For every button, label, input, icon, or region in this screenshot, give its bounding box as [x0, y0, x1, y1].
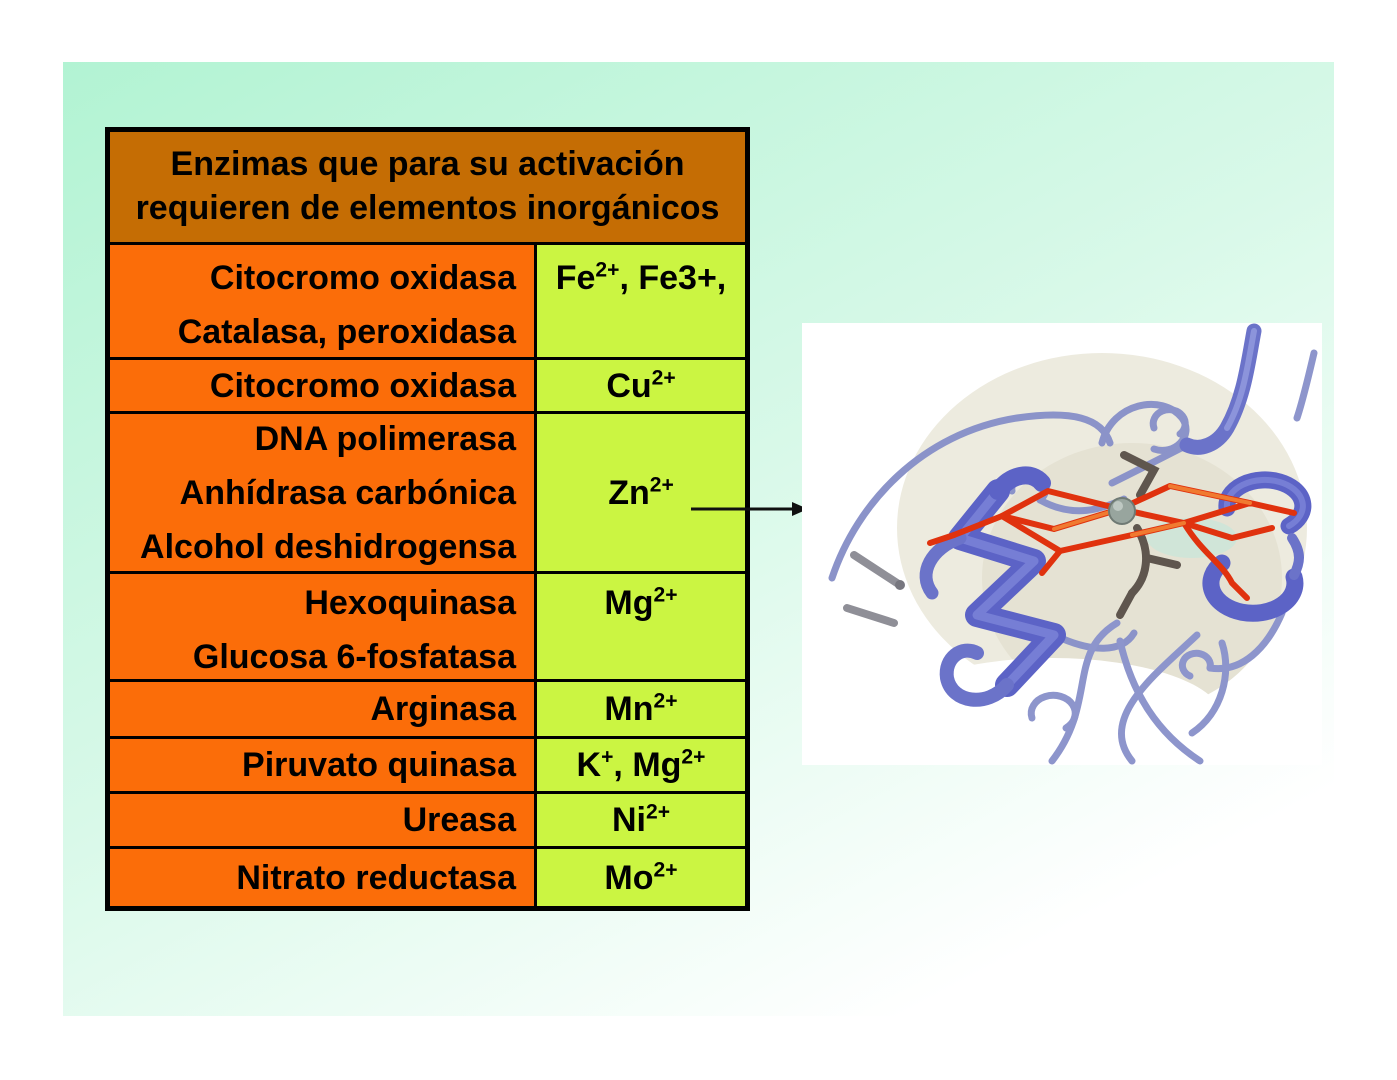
- table-row: DNA polimerasa Anhídrasa carbónica Alcoh…: [110, 414, 745, 574]
- ion-cell: Cu2+: [537, 360, 745, 411]
- table-title: Enzimas que para su activación requieren…: [110, 132, 745, 245]
- ion-label: Fe2+, Fe3+,: [555, 258, 727, 297]
- table-row: Piruvato quinasa K+, Mg2+: [110, 739, 745, 794]
- slide-background: Enzimas que para su activación requieren…: [63, 62, 1334, 1016]
- enzyme-cell: Ureasa: [110, 794, 537, 846]
- ion-cell: Fe2+, Fe3+,: [537, 245, 745, 357]
- ion-cell: Ni2+: [537, 794, 745, 846]
- enzyme-name: Arginasa: [370, 690, 517, 728]
- enzyme-cell: Citocromo oxidasa Catalasa, peroxidasa: [110, 245, 537, 357]
- table-row: Arginasa Mn2+: [110, 682, 745, 739]
- ion-cell: Mo2+: [537, 849, 745, 906]
- ion-label: K+, Mg2+: [576, 745, 706, 784]
- table-row: Citocromo oxidasa Cu2+: [110, 360, 745, 414]
- ion-cell: Zn2+: [537, 414, 745, 571]
- ion-label: Zn2+: [608, 473, 674, 512]
- enzyme-cell: Piruvato quinasa: [110, 739, 537, 791]
- enzyme-table: Enzimas que para su activación requieren…: [105, 127, 750, 911]
- enzyme-name: Citocromo oxidasa: [209, 366, 516, 405]
- ion-label: Ni2+: [611, 800, 671, 839]
- table-row: Ureasa Ni2+: [110, 794, 745, 849]
- ion-label: Mo2+: [604, 858, 678, 897]
- enzyme-name: Anhídrasa carbónica: [179, 473, 516, 512]
- ion-cell: Mg2+: [537, 574, 745, 679]
- enzyme-name: Citocromo oxidasa: [209, 259, 516, 297]
- enzyme-name: Nitrato reductasa: [236, 858, 516, 897]
- ion-label: Mn2+: [604, 689, 678, 728]
- ion-label: Mg2+: [604, 583, 678, 622]
- enzyme-name: Hexoquinasa: [304, 584, 516, 622]
- enzyme-cell: Hexoquinasa Glucosa 6-fosfatasa: [110, 574, 537, 679]
- enzyme-name: Glucosa 6-fosfatasa: [192, 638, 516, 676]
- table-row: Nitrato reductasa Mo2+: [110, 849, 745, 906]
- ion-cell: K+, Mg2+: [537, 739, 745, 791]
- table-row: Citocromo oxidasa Catalasa, peroxidasa F…: [110, 245, 745, 360]
- ion-cell: Mn2+: [537, 682, 745, 736]
- table-title-line: Enzimas que para su activación: [170, 145, 685, 183]
- enzyme-name: Ureasa: [402, 801, 516, 839]
- enzyme-cell: Nitrato reductasa: [110, 849, 537, 906]
- enzyme-name: Alcohol deshidrogensa: [140, 527, 516, 566]
- enzyme-name: DNA polimerasa: [254, 419, 516, 458]
- enzyme-cell: Arginasa: [110, 682, 537, 736]
- enzyme-cell: DNA polimerasa Anhídrasa carbónica Alcoh…: [110, 414, 537, 571]
- enzyme-name: Piruvato quinasa: [242, 746, 516, 784]
- table-row: Hexoquinasa Glucosa 6-fosfatasa Mg2+: [110, 574, 745, 682]
- protein-structure-image: [802, 323, 1322, 765]
- protein-ribbon-illustration: [802, 323, 1322, 765]
- ion-label: Cu2+: [606, 366, 676, 405]
- enzyme-cell: Citocromo oxidasa: [110, 360, 537, 411]
- enzyme-name: Catalasa, peroxidasa: [177, 313, 516, 351]
- table-title-line: requieren de elementos inorgánicos: [135, 189, 720, 227]
- zn-annotation-arrow: [691, 502, 808, 516]
